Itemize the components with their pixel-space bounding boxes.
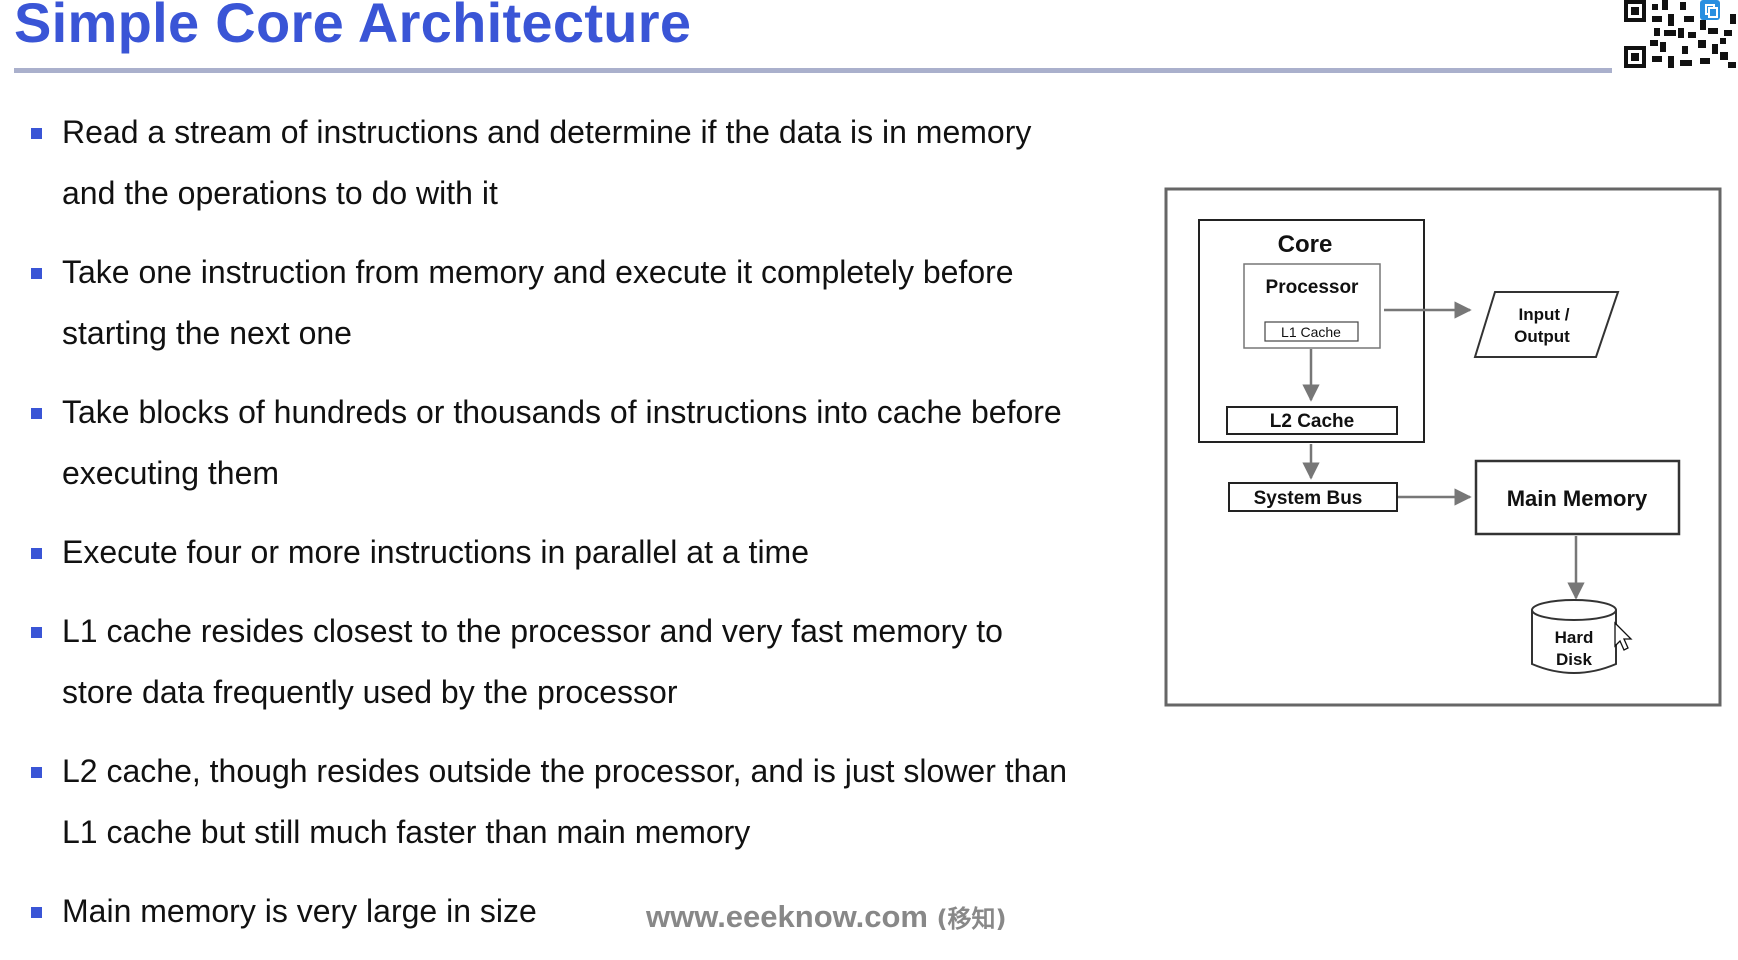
io-label-line1: Input /	[1519, 305, 1570, 324]
bullet-line: starting the next one	[62, 315, 352, 351]
bullet-line: store data frequently used by the proces…	[62, 674, 678, 710]
bullet-line: L1 cache resides closest to the processo…	[62, 613, 1003, 649]
architecture-diagram: Core Processor L1 Cache L2 Cache System …	[1164, 187, 1722, 707]
l1-cache-label: L1 Cache	[1281, 324, 1341, 340]
main-memory-box	[1474, 459, 1681, 536]
bullet-line: Main memory is very large in size	[62, 893, 537, 929]
bullet-marker	[31, 767, 42, 778]
bullet-line: Read a stream of instructions and determ…	[62, 114, 1032, 150]
system-bus-label: System Bus	[1254, 488, 1363, 509]
bullet-marker	[31, 128, 42, 139]
diagram-frame	[1164, 187, 1722, 707]
mouse-cursor-icon	[1614, 621, 1633, 651]
core-label: Core	[1278, 231, 1333, 258]
bullet-item: L1 cache resides closest to the processo…	[28, 601, 1148, 723]
bullet-item: L2 cache, though resides outside the pro…	[28, 741, 1148, 863]
bullet-line: Take blocks of hundreds or thousands of …	[62, 394, 1062, 430]
input-output-shape	[1473, 291, 1620, 358]
l2-cache-box	[1226, 406, 1398, 435]
bullet-marker	[31, 907, 42, 918]
processor-box	[1243, 263, 1381, 349]
bullet-item: Read a stream of instructions and determ…	[28, 102, 1148, 224]
bullet-marker	[31, 408, 42, 419]
hard-disk-label-line2: Disk	[1556, 650, 1592, 669]
bullet-list: Read a stream of instructions and determ…	[28, 102, 1148, 960]
bullet-item: Execute four or more instructions in par…	[28, 522, 1148, 583]
bullet-line: executing them	[62, 455, 280, 491]
slide-title: Simple Core Architecture	[14, 0, 692, 54]
l2-cache-label: L2 Cache	[1270, 411, 1354, 432]
bullet-marker	[31, 627, 42, 638]
bullet-item: Take blocks of hundreds or thousands of …	[28, 382, 1148, 504]
io-label-line2: Output	[1514, 327, 1570, 346]
core-box	[1198, 219, 1425, 443]
footer-note: (移知)	[936, 905, 1007, 933]
bullet-line: Execute four or more instructions in par…	[62, 534, 809, 570]
qr-code-icon	[1624, 0, 1738, 72]
hard-disk-label-line1: Hard	[1555, 628, 1594, 647]
processor-label: Processor	[1266, 277, 1360, 298]
bullet-line: and the operations to do with it	[62, 175, 498, 211]
bullet-item: Main memory is very large in size	[28, 881, 1148, 942]
footer-site-text: www.eeeknow.com	[646, 899, 928, 934]
bullet-line: L2 cache, though resides outside the pro…	[62, 753, 1068, 789]
bullet-line: Take one instruction from memory and exe…	[62, 254, 1014, 290]
footer-website: www.eeeknow.com (移知)	[646, 899, 1007, 935]
main-memory-label: Main Memory	[1507, 486, 1648, 511]
title-underline	[14, 68, 1612, 73]
bullet-marker	[31, 268, 42, 279]
system-bus-box	[1228, 482, 1398, 512]
l1-cache-box	[1264, 321, 1359, 342]
bullet-item: Take one instruction from memory and exe…	[28, 242, 1148, 364]
hard-disk-cylinder	[1531, 599, 1617, 674]
bullet-line: L1 cache but still much faster than main…	[62, 814, 751, 850]
bullet-marker	[31, 548, 42, 559]
